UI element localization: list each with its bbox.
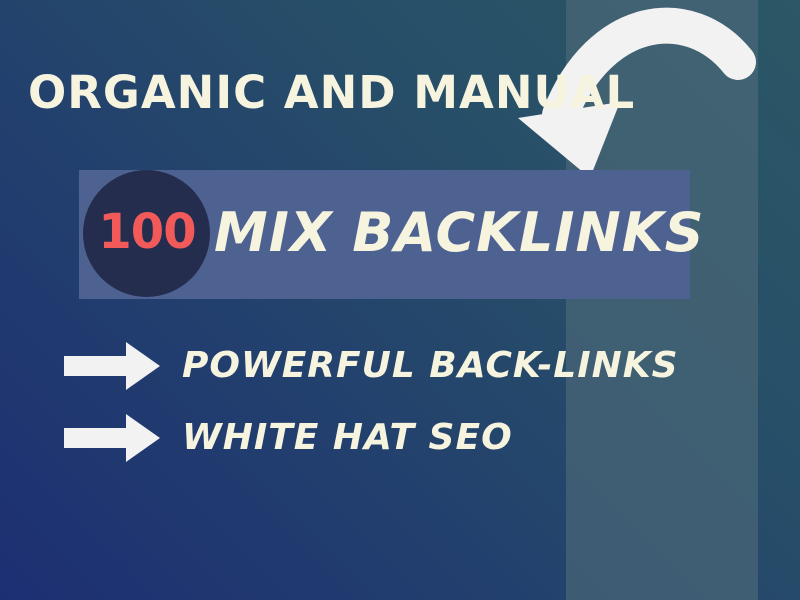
feature-label: POWERFUL BACK-LINKS — [182, 345, 679, 386]
feature-label: WHITE HAT SEO — [182, 417, 513, 458]
number-badge — [83, 170, 210, 297]
headline: MIX BACKLINKS — [214, 201, 705, 264]
subtitle: ORGANIC AND MANUAL — [28, 66, 636, 119]
badge-number: 100 — [98, 204, 196, 260]
right-arrow-icon — [64, 342, 160, 390]
right-arrow-icon — [64, 414, 160, 462]
feature-item: WHITE HAT SEO — [64, 414, 513, 462]
feature-item: POWERFUL BACK-LINKS — [64, 342, 679, 390]
